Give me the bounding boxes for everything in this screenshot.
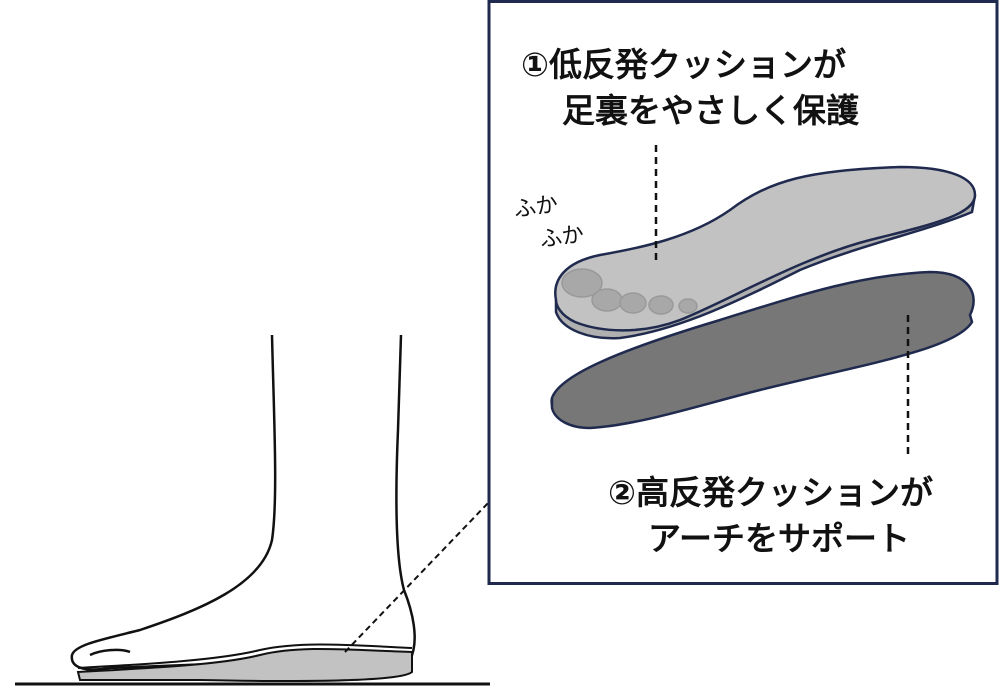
- zoom-connector-line: [344, 501, 490, 653]
- label-high-rebound-line2: アーチをサポート: [648, 519, 911, 558]
- toe-imprints: [561, 268, 698, 315]
- foot-illustration: [70, 334, 416, 671]
- label-low-rebound-line1: ①低反発クッションが: [521, 45, 846, 84]
- foot-insole: [76, 643, 413, 683]
- low-rebound-layer: [554, 165, 977, 340]
- label-low-rebound-line2: 足裏をやさしく保護: [562, 91, 859, 130]
- high-rebound-layer: [550, 270, 975, 430]
- label-high-rebound-line1: ②高反発クッションが: [608, 473, 933, 512]
